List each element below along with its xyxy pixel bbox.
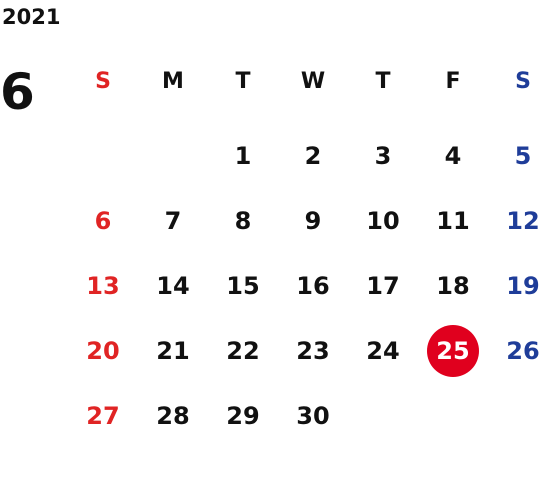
day-cell: 2	[304, 141, 322, 170]
day-cell	[418, 383, 488, 448]
weekday-tuesday: T	[235, 68, 251, 94]
day-cell: 15	[226, 271, 260, 300]
month-label: 6	[0, 63, 35, 121]
day-cell	[68, 123, 138, 188]
highlighted-day-badge: 25	[427, 324, 479, 377]
day-cell	[348, 383, 418, 448]
day-cell	[488, 383, 548, 448]
day-cell: 1	[234, 141, 252, 170]
day-cell: 16	[296, 271, 330, 300]
day-cell: 6	[94, 206, 112, 235]
calendar-grid: S M T W T F S 1 2 3 4 5 6 7 8 9 10 11 12…	[68, 58, 548, 448]
day-cell-highlighted: 25	[418, 318, 488, 383]
weekday-friday: F	[445, 68, 461, 94]
day-cell: 20	[86, 336, 120, 365]
weekday-wednesday: W	[300, 68, 326, 94]
day-cell: 28	[156, 401, 190, 430]
day-cell: 10	[366, 206, 400, 235]
day-cell: 27	[86, 401, 120, 430]
day-cell: 7	[164, 206, 182, 235]
day-cell: 29	[226, 401, 260, 430]
weekday-thursday: T	[375, 68, 391, 94]
day-cell: 24	[366, 336, 400, 365]
year-label: 2021	[2, 5, 61, 29]
day-cell: 4	[444, 141, 462, 170]
day-cell: 12	[506, 206, 540, 235]
day-cell: 18	[436, 271, 470, 300]
day-cell: 8	[234, 206, 252, 235]
day-cell: 13	[86, 271, 120, 300]
day-cell: 22	[226, 336, 260, 365]
weekday-sunday: S	[95, 68, 111, 94]
day-cell: 19	[506, 271, 540, 300]
day-cell: 11	[436, 206, 470, 235]
weekday-saturday: S	[515, 68, 531, 94]
day-cell: 23	[296, 336, 330, 365]
day-cell: 14	[156, 271, 190, 300]
day-cell: 21	[156, 336, 190, 365]
day-cell: 9	[304, 206, 322, 235]
day-cell: 5	[514, 141, 532, 170]
day-cell: 17	[366, 271, 400, 300]
day-cell	[138, 123, 208, 188]
day-cell: 30	[296, 401, 330, 430]
weekday-monday: M	[162, 68, 184, 94]
day-cell: 26	[506, 336, 540, 365]
day-cell: 3	[374, 141, 392, 170]
